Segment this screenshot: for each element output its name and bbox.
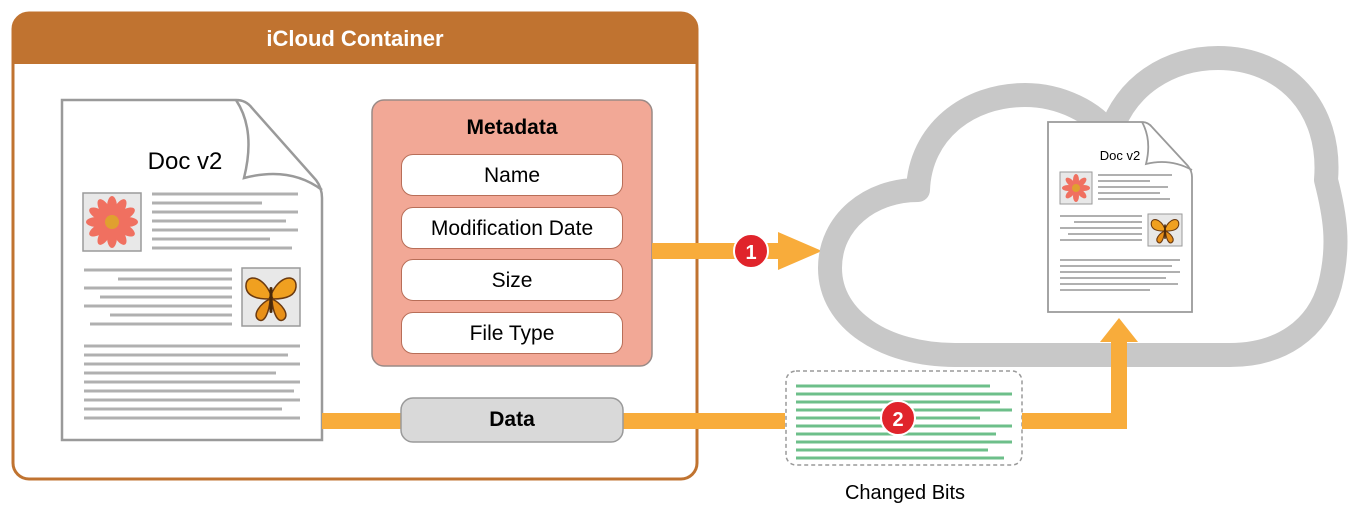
cloud-butterfly-image-icon	[1147, 213, 1183, 247]
document-page-curl	[234, 99, 323, 192]
changed-bits-arrow-shaft	[1111, 340, 1127, 429]
cloud-document-text-lines	[1060, 174, 1180, 291]
icloud-container-title: iCloud Container	[266, 26, 444, 51]
step-one-badge: 1	[733, 233, 769, 269]
butterfly-image-icon	[241, 267, 301, 327]
metadata-title: Metadata	[466, 116, 558, 139]
changed-bits-arrow-head	[1100, 318, 1138, 342]
document-text-lines	[84, 192, 300, 420]
metadata-field-modification-date: Modification Date	[401, 207, 623, 249]
cloud-flower-image-icon	[1059, 171, 1093, 205]
step-two-badge: 2	[880, 400, 916, 436]
metadata-field-file-type: File Type	[401, 312, 623, 354]
metadata-field-size: Size	[401, 259, 623, 301]
data-label: Data	[489, 408, 535, 431]
changed-bits-label: Changed Bits	[844, 482, 966, 504]
icloud-container-header	[13, 13, 697, 64]
data-pipe-left	[322, 413, 402, 429]
metadata-arrow-head	[778, 232, 822, 270]
document-title: Doc v2	[147, 148, 223, 175]
metadata-field-name: Name	[401, 154, 623, 196]
cloud-document-page-curl	[1141, 121, 1193, 171]
flower-image-icon	[82, 192, 142, 252]
cloud-document-title: Doc v2	[1099, 148, 1141, 163]
data-pill	[400, 397, 624, 443]
data-pipe-middle	[623, 413, 785, 429]
changed-bits-pipe	[1022, 413, 1127, 429]
